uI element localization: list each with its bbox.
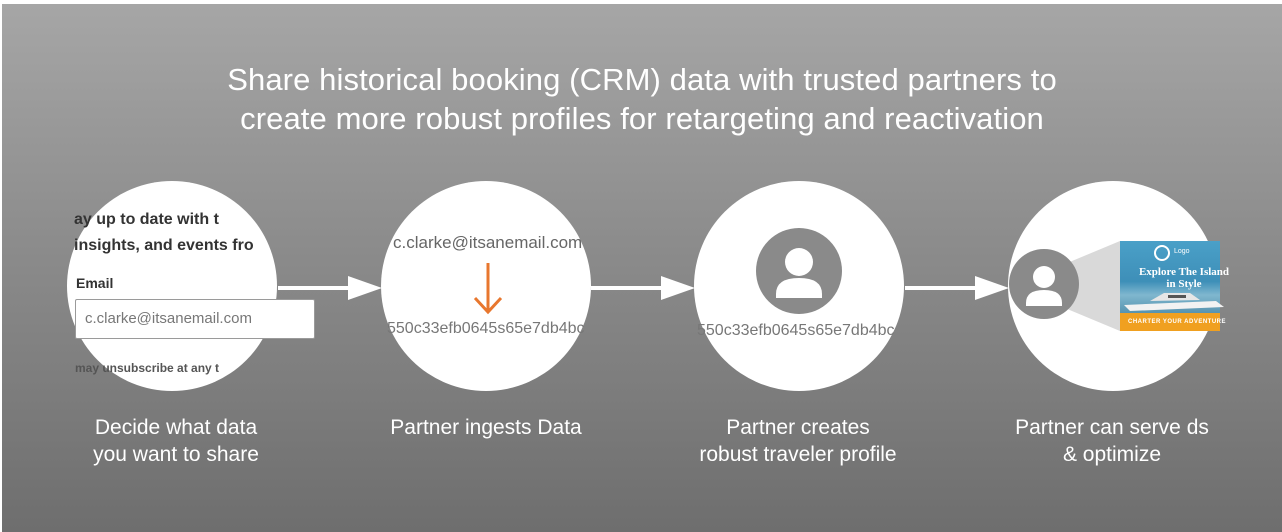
- ad-headline: Explore The Island in Style: [1124, 266, 1244, 290]
- arrow-down-icon: [473, 263, 503, 315]
- arrow-right-icon: [905, 276, 1009, 300]
- user-avatar-icon: [1009, 249, 1079, 319]
- headline-line-1: Share historical booking (CRM) data with…: [227, 62, 1057, 97]
- ad-brand: Logo: [1174, 248, 1190, 255]
- arrow-right-icon: [278, 276, 382, 300]
- step-4-caption-line-2: & optimize: [1062, 443, 1162, 466]
- step-2-circle: c.clarke@itsanemail.com 550c33efb0645s65…: [381, 181, 591, 391]
- step-1-caption: Decide what data you want to share: [46, 414, 306, 468]
- step-3-circle: 550c33efb0645s65e7db4bc: [694, 181, 904, 391]
- step-4-caption-line-1: Partner can serve ds: [1015, 416, 1209, 439]
- step-4-caption: Partner can serve ds & optimize: [982, 414, 1242, 468]
- yacht-icon: [1124, 293, 1224, 311]
- ad-headline-line-2: in Style: [1166, 278, 1202, 290]
- step-3-caption-line-1: Partner creates: [726, 416, 870, 439]
- user-avatar-icon: [756, 228, 842, 314]
- slide-background: Share historical booking (CRM) data with…: [2, 4, 1282, 532]
- email-label: Email: [76, 275, 114, 291]
- arrow-right-icon: [591, 276, 695, 300]
- step-1-caption-line-1: Decide what data: [94, 416, 258, 439]
- step-1-caption-line-2: you want to share: [93, 443, 259, 466]
- signup-form-title-line-2: insights, and events fro: [74, 237, 254, 254]
- headline-line-2: create more robust profiles for retarget…: [240, 101, 1044, 136]
- step-3-caption-line-2: robust traveler profile: [699, 443, 897, 466]
- ad-cta-button: CHARTER YOUR ADVENTURE: [1120, 313, 1226, 331]
- hashed-email-text: 550c33efb0645s65e7db4bc: [387, 320, 585, 337]
- step-4-circle: Logo Explore The Island in Style CHARTER…: [1008, 181, 1229, 391]
- step-1-circle: ay up to date with t insights, and event…: [67, 181, 315, 391]
- display-ad: Logo Explore The Island in Style CHARTER…: [1120, 241, 1229, 331]
- step-2-caption: Partner ingests Data: [356, 414, 616, 441]
- raw-email-text: c.clarke@itsanemail.com: [393, 233, 583, 252]
- projection-beam: [1060, 241, 1120, 331]
- ad-headline-line-1: Explore The Island: [1138, 266, 1230, 278]
- headline: Share historical booking (CRM) data with…: [142, 60, 1142, 138]
- profile-hash-text: 550c33efb0645s65e7db4bc: [697, 322, 895, 339]
- ad-logo-icon: [1154, 245, 1170, 261]
- step-2-caption-line-1: Partner ingests Data: [390, 416, 582, 439]
- signup-form-title: ay up to date with t insights, and event…: [74, 207, 374, 259]
- unsubscribe-note: may unsubscribe at any t: [75, 361, 220, 375]
- signup-form-title-line-1: ay up to date with t: [74, 211, 219, 228]
- step-3-caption: Partner creates robust traveler profile: [668, 414, 928, 468]
- email-field: c.clarke@itsanemail.com: [75, 299, 315, 339]
